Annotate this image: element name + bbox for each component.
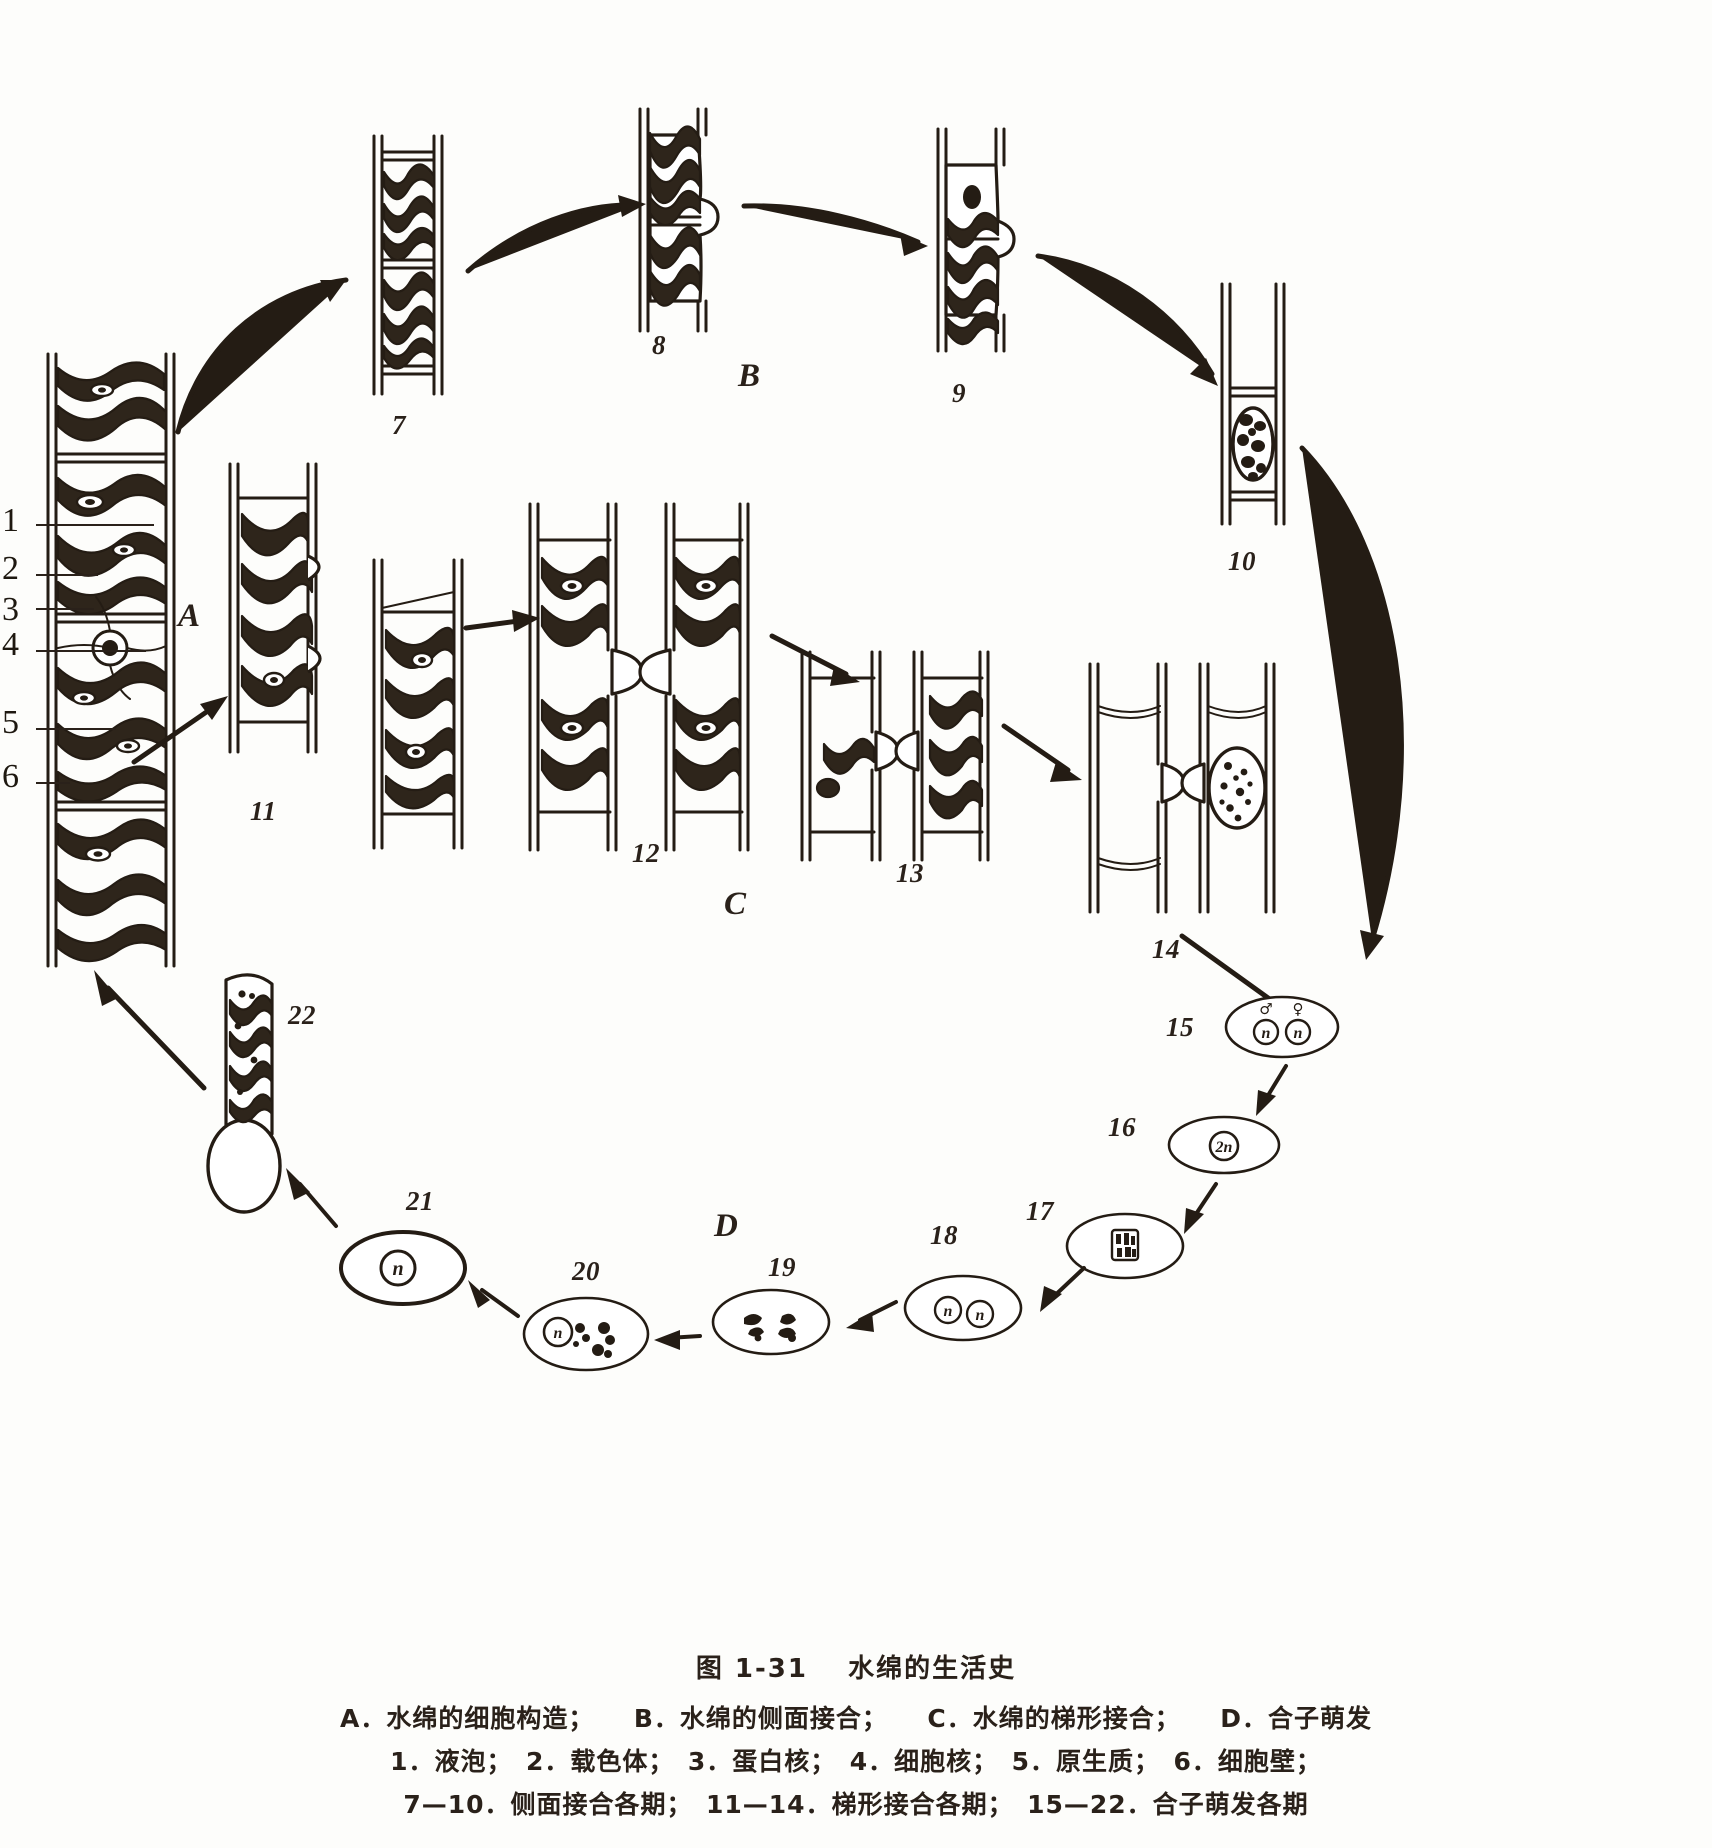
arrow-15-to-16 bbox=[1256, 1064, 1288, 1116]
stage-number-11: 11 bbox=[250, 796, 277, 826]
arrow-21-to-22 bbox=[286, 1168, 338, 1228]
arrow-9-to-10 bbox=[1035, 253, 1218, 386]
stage-16-diploid-nucleus: 2n bbox=[1167, 1115, 1281, 1175]
arrow-8-to-9 bbox=[741, 203, 928, 256]
stage-17-meiosis bbox=[1065, 1212, 1185, 1280]
stage-13-gamete-transfer bbox=[800, 650, 990, 862]
figure-caption: 图 1-31 水绵的生活史 A．水绵的细胞构造； B．水绵的侧面接合； C．水绵… bbox=[0, 1648, 1712, 1828]
stage-number-17: 17 bbox=[1026, 1196, 1054, 1226]
stage-number-12: 12 bbox=[632, 838, 660, 868]
female-symbol: ♀ bbox=[1293, 1000, 1304, 1018]
stage-number-18: 18 bbox=[930, 1220, 958, 1250]
section-label-a: A bbox=[178, 598, 201, 634]
stage-18-two-haploid-nuclei: n n bbox=[903, 1274, 1023, 1342]
caption-title: 图 1-31 水绵的生活史 bbox=[0, 1648, 1712, 1685]
stage-11-papillae bbox=[228, 462, 322, 754]
section-label-c: C bbox=[724, 886, 747, 922]
stage-number-21: 21 bbox=[406, 1186, 434, 1216]
stage-number-13: 13 bbox=[896, 858, 924, 888]
leader-line-1 bbox=[36, 524, 154, 526]
nucleus-label-n-surviving: n bbox=[554, 1325, 563, 1342]
stage-number-9: 9 bbox=[952, 378, 966, 408]
nucleus-label-n-male: n bbox=[1262, 1025, 1271, 1042]
stage-number-8: 8 bbox=[652, 330, 666, 360]
stage-number-14: 14 bbox=[1152, 934, 1180, 964]
cell-part-number-3: 3 bbox=[2, 591, 19, 628]
leader-line-6 bbox=[36, 782, 70, 784]
caption-title-text: 水绵的生活史 bbox=[848, 1654, 1017, 1684]
caption-stages-line: 7—10．侧面接合各期； 11—14．梯形接合各期； 15—22．合子萌发各期 bbox=[403, 1790, 1309, 1819]
male-symbol: ♂ bbox=[1259, 1000, 1272, 1018]
section-label-b: B bbox=[738, 358, 761, 394]
stage-number-22: 22 bbox=[288, 1000, 316, 1030]
stage-19-degenerating-nuclei bbox=[711, 1288, 831, 1356]
nucleus-label-n-b: n bbox=[976, 1307, 985, 1324]
cell-part-number-2: 2 bbox=[2, 550, 19, 587]
caption-sections-line: A．水绵的细胞构造； B．水绵的侧面接合； C．水绵的梯形接合； D．合子萌发 bbox=[339, 1704, 1372, 1733]
stage-8-lateral-conjugation bbox=[638, 107, 720, 333]
arrow-20-to-21 bbox=[468, 1280, 520, 1318]
stage-12-conjugation-tube bbox=[528, 502, 750, 852]
stage-11-partner-filament bbox=[372, 558, 464, 850]
leader-line-5 bbox=[36, 728, 116, 730]
caption-parts-line: 1．液泡； 2．载色体； 3．蛋白核； 4．细胞核； 5．原生质； 6．细胞壁； bbox=[390, 1747, 1322, 1776]
arrow-a-to-7 bbox=[175, 277, 349, 435]
stage-number-20: 20 bbox=[572, 1256, 600, 1286]
stage-number-10: 10 bbox=[1228, 546, 1256, 576]
cell-part-number-1: 1 bbox=[2, 502, 19, 539]
leader-line-3 bbox=[36, 608, 94, 610]
nucleus-label-n-germinating: n bbox=[392, 1258, 403, 1280]
arrow-22-to-filament bbox=[94, 970, 207, 1091]
arrow-11-to-12 bbox=[463, 610, 540, 632]
filament-cell-structure bbox=[46, 352, 176, 968]
nucleus-label-2n: 2n bbox=[1215, 1139, 1233, 1156]
stage-20-surviving-nucleus: n bbox=[522, 1296, 650, 1372]
cell-part-number-5: 5 bbox=[2, 704, 19, 741]
nucleus-label-n-female: n bbox=[1294, 1025, 1303, 1042]
section-label-d: D bbox=[714, 1208, 738, 1244]
arrow-7-to-8 bbox=[465, 195, 646, 274]
cell-part-number-4: 4 bbox=[2, 626, 19, 663]
stage-10-zygote-in-cell bbox=[1220, 282, 1286, 526]
nucleus-label-n-a: n bbox=[944, 1303, 953, 1320]
arrow-13-to-14 bbox=[1001, 723, 1082, 782]
stage-21-germinating-cell: n bbox=[339, 1230, 467, 1306]
stage-14-zygote-formed bbox=[1088, 662, 1276, 914]
cell-part-number-6: 6 bbox=[2, 758, 19, 795]
leader-line-2 bbox=[36, 574, 98, 576]
arrow-16-to-17 bbox=[1184, 1182, 1218, 1234]
arrow-10-to-15 bbox=[1299, 445, 1404, 960]
arrow-18-to-19 bbox=[846, 1300, 898, 1332]
leader-line-4 bbox=[36, 650, 146, 652]
stage-number-15: 15 bbox=[1166, 1012, 1194, 1042]
stage-number-7: 7 bbox=[392, 410, 406, 440]
arrow-a-to-11 bbox=[131, 696, 228, 765]
stage-22-germling bbox=[206, 973, 282, 1214]
stage-7-filament bbox=[372, 134, 444, 396]
stage-number-16: 16 bbox=[1108, 1112, 1136, 1142]
stage-15-zygote-two-nuclei: n n ♂ ♀ bbox=[1224, 995, 1340, 1059]
arrow-17-to-18 bbox=[1040, 1266, 1086, 1312]
stage-number-19: 19 bbox=[768, 1252, 796, 1282]
stage-9-gamete-migration bbox=[936, 127, 1016, 353]
arrow-19-to-20 bbox=[654, 1330, 702, 1350]
caption-title-number: 图 1-31 bbox=[695, 1654, 808, 1684]
